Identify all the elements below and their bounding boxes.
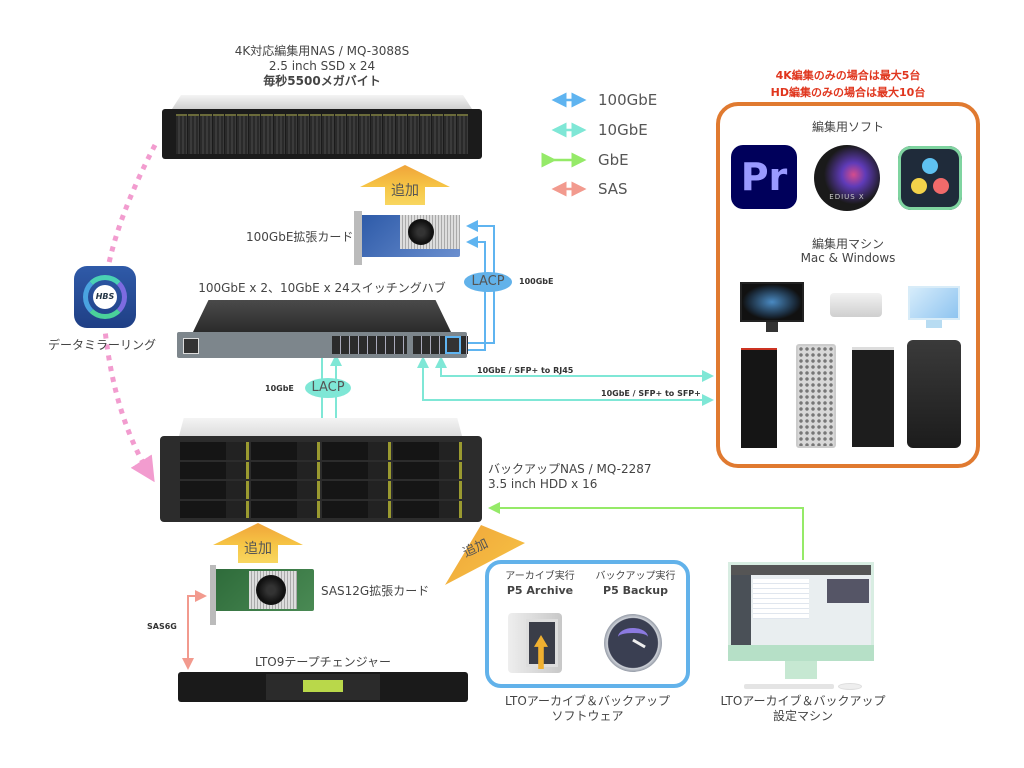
sas-card-device xyxy=(210,565,314,625)
keyboard xyxy=(744,684,834,689)
warning-4k: 4K編集のみの場合は最大5台 xyxy=(775,69,921,82)
nic-100gbe-label: 100GbE拡張カード xyxy=(246,230,354,244)
sas-card-label: SAS12G拡張カード xyxy=(321,584,430,598)
backup-nas-device xyxy=(160,418,482,522)
setup-machine-screen xyxy=(728,562,874,652)
add-arrow-nic-label: 追加 xyxy=(391,183,419,199)
switch-label: 100GbE x 2、10GbE x 24スイッチングハブ xyxy=(198,281,446,295)
p5-backup-name: P5 Backup xyxy=(603,584,668,597)
p5-label-line2: ソフトウェア xyxy=(551,709,624,723)
p5-archive-caption: アーカイブ実行 xyxy=(505,571,575,582)
p5-backup-caption: バックアップ実行 xyxy=(595,571,676,582)
mirroring-label: データミラーリング xyxy=(48,338,157,352)
main-nas-device xyxy=(162,95,482,163)
setup-machine-stand xyxy=(785,661,817,679)
p5-backup-icon xyxy=(604,614,662,672)
setup-machine-label-line2: 設定マシン xyxy=(772,709,833,723)
machines-title: 編集用マシン xyxy=(811,237,884,251)
lacp-100gbe-speed: 100GbE xyxy=(519,277,554,286)
p5-software-box xyxy=(485,560,690,688)
davinci-resolve-icon xyxy=(898,146,962,210)
machine-imac-stand xyxy=(926,320,942,328)
edius-icon: EDIUS X xyxy=(814,145,880,211)
hbs-app-icon: HBS xyxy=(74,266,136,328)
machines-subtitle: Mac & Windows xyxy=(800,251,896,265)
tape-label: LTO9テープチェンジャー xyxy=(254,655,392,669)
backup-nas-title: バックアップNAS / MQ-2287 xyxy=(488,462,652,476)
main-nas-drives: 2.5 inch SSD x 24 xyxy=(268,59,376,73)
setup-machine-chin xyxy=(728,645,874,661)
setup-machine-label-line1: LTOアーカイブ＆バックアップ xyxy=(720,694,886,708)
switch-device xyxy=(177,300,468,358)
machine-hp-z8 xyxy=(907,340,961,448)
tape-changer-device xyxy=(178,672,468,702)
nic-100gbe-device xyxy=(354,211,460,265)
premiere-pro-icon: Pr xyxy=(731,145,797,209)
machine-imac-pro xyxy=(740,282,804,322)
main-nas-title: 4K対応編集用NAS / MQ-3088S xyxy=(234,44,410,58)
machine-imac xyxy=(908,286,960,320)
legend-label-gbe: GbE xyxy=(598,151,629,169)
warning-hd: HD編集のみの場合は最大10台 xyxy=(770,86,926,99)
backup-nas-drives: 3.5 inch HDD x 16 xyxy=(488,477,598,491)
link-gbe-setup xyxy=(488,502,804,560)
legend-label-sas: SAS xyxy=(598,180,628,198)
machine-mac-pro xyxy=(796,344,836,448)
lacp-10gbe-speed: 10GbE xyxy=(265,384,294,393)
p5-archive-icon xyxy=(508,613,562,673)
link-sfp-label: 10GbE / SFP+ to SFP+ xyxy=(601,389,701,398)
lacp-100gbe-badge: LACP xyxy=(464,272,512,292)
sas-link-label: SAS6G xyxy=(147,622,177,631)
hbs-icon-text: HBS xyxy=(93,285,117,309)
edius-icon-text: EDIUS X xyxy=(829,193,865,201)
machine-mac-studio xyxy=(830,293,882,317)
legend-label-10gbe: 10GbE xyxy=(598,121,648,139)
lacp-10gbe-badge: LACP xyxy=(305,378,351,398)
p5-label-line1: LTOアーカイブ＆バックアップ xyxy=(504,694,671,708)
machine-imac-pro-stand xyxy=(766,322,778,332)
mouse xyxy=(838,683,862,690)
p5-archive-name: P5 Archive xyxy=(506,584,574,597)
machine-dell-precision xyxy=(852,347,894,447)
legend-label-100gbe: 100GbE xyxy=(598,91,658,109)
machine-lenovo-thinkstation xyxy=(741,348,777,448)
link-rj45-label: 10GbE / SFP+ to RJ45 xyxy=(477,366,574,375)
main-nas-speed: 毎秒5500メガバイト xyxy=(263,74,381,88)
add-arrow-sas: 追加 xyxy=(213,523,303,563)
add-arrow-nic: 追加 xyxy=(360,165,450,205)
software-title: 編集用ソフト xyxy=(811,120,884,134)
editing-clients-box xyxy=(716,102,980,468)
add-arrow-sas-label: 追加 xyxy=(244,541,272,557)
